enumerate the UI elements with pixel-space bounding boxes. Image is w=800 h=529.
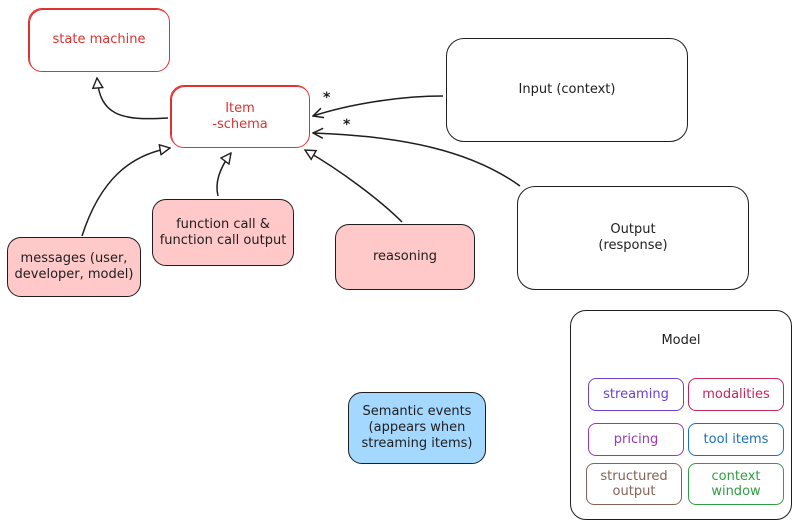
model-chip-label: pricing <box>613 432 659 447</box>
output-multiplicity: * <box>343 117 351 133</box>
model-container[interactable]: Model <box>570 310 792 520</box>
reasoning-node[interactable]: reasoning <box>335 224 475 290</box>
semantic-events-node[interactable]: Semantic events (appears when streaming … <box>348 392 486 464</box>
item-schema-node[interactable]: Item -schema <box>170 85 310 148</box>
model-chip-label: modalities <box>702 387 770 402</box>
model-chip-label: streaming <box>603 387 669 402</box>
function-call-label: function call & function call output <box>159 216 287 248</box>
state-machine-label: state machine <box>52 32 146 47</box>
model-title: Model <box>661 333 701 348</box>
model-chip-modalities[interactable]: modalities <box>688 378 784 411</box>
model-chip-tool-items[interactable]: tool items <box>688 423 784 456</box>
model-chip-context-window[interactable]: context window <box>688 463 784 505</box>
semantic-events-label: Semantic events (appears when streaming … <box>361 404 473 451</box>
model-chip-pricing[interactable]: pricing <box>588 423 684 456</box>
model-chip-label: structured output <box>600 469 668 499</box>
input-label: Input (context) <box>518 82 616 97</box>
edge-input-to-item <box>313 95 444 116</box>
edge-item-to-state-machine <box>97 78 169 120</box>
messages-label: messages (user, developer, model) <box>14 251 134 282</box>
input-node[interactable]: Input (context) <box>446 38 688 142</box>
edge-messages-to-item <box>81 148 170 237</box>
state-machine-node[interactable]: state machine <box>28 8 170 72</box>
messages-node[interactable]: messages (user, developer, model) <box>7 237 141 297</box>
edge-output-to-item <box>313 133 521 187</box>
model-chip-label: tool items <box>703 432 769 447</box>
input-multiplicity: * <box>323 90 331 106</box>
reasoning-label: reasoning <box>372 249 438 264</box>
output-node[interactable]: Output (response) <box>517 186 749 290</box>
edge-function-call-to-item <box>216 153 231 197</box>
model-chip-structured-output[interactable]: structured output <box>586 463 682 505</box>
model-chip-label: context window <box>711 469 761 499</box>
function-call-node[interactable]: function call & function call output <box>152 199 294 266</box>
edge-reasoning-to-item <box>305 150 403 223</box>
item-schema-label: Item -schema <box>212 100 268 132</box>
model-chip-streaming[interactable]: streaming <box>588 378 684 411</box>
output-label: Output (response) <box>598 222 668 253</box>
